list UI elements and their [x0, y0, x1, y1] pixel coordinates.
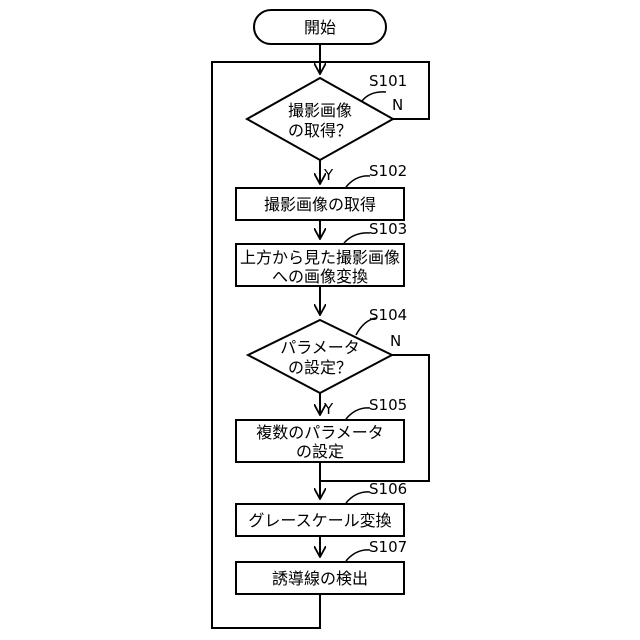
s107-leader — [346, 550, 370, 561]
s106-leader — [346, 492, 370, 503]
s107-id: S107 — [369, 538, 407, 556]
s104-line-2: の設定？ — [288, 358, 352, 377]
s102-leader — [346, 176, 370, 187]
s104-id: S104 — [369, 306, 407, 324]
s104-yes-label: Y — [323, 400, 334, 418]
s101-id: S101 — [369, 72, 407, 90]
s105-id: S105 — [369, 396, 407, 414]
s101-yes-label: Y — [323, 166, 334, 184]
s105-leader — [346, 408, 370, 419]
s103-line-1: 上方から見た撮影画像 — [240, 248, 400, 267]
s107-line-1: 誘導線の検出 — [272, 569, 368, 588]
s102-line-1: 撮影画像の取得 — [264, 195, 376, 214]
s104-no-label: N — [390, 332, 401, 350]
s102-id: S102 — [369, 162, 407, 180]
s103-line-2: への画像変換 — [272, 267, 368, 286]
s101-leader — [362, 92, 386, 101]
s105-line-1: 複数のパラメータ — [256, 423, 384, 442]
s105-line-2: の設定 — [296, 442, 344, 461]
start-label: 開始 — [304, 18, 336, 37]
s106-line-1: グレースケール変換 — [248, 511, 391, 530]
s103-leader — [344, 233, 370, 243]
s106-id: S106 — [369, 480, 407, 498]
s104-line-1: パラメータ — [280, 338, 360, 357]
s103-id: S103 — [369, 220, 407, 238]
s101-line-1: 撮影画像 — [288, 101, 352, 120]
s101-no-label: N — [392, 96, 403, 114]
s101-line-2: の取得？ — [288, 121, 352, 140]
